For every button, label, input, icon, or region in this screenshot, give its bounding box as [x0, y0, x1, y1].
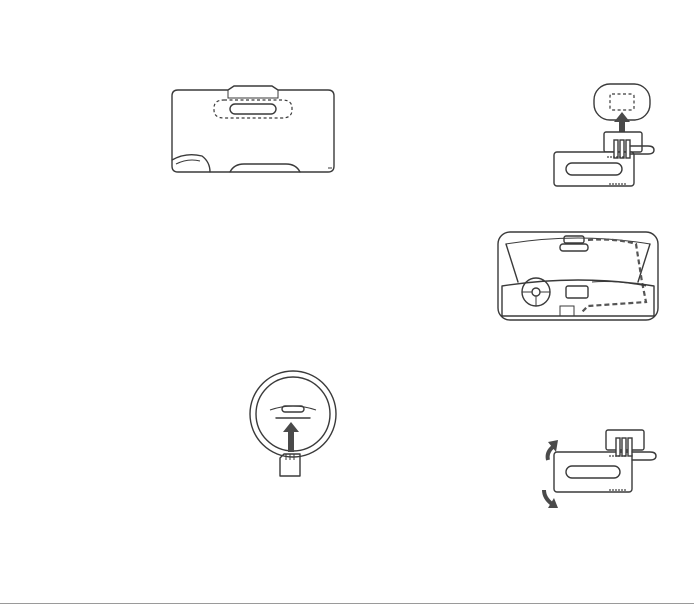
dashcam-mount-slot-icon: [168, 84, 338, 176]
page-bottom-rule: [0, 603, 694, 604]
camera-rear-view: [168, 84, 338, 176]
mount-attach-arrow-icon: [552, 80, 664, 192]
windshield-cabling: [496, 230, 660, 322]
camera-angle-adjust: [530, 428, 664, 512]
microsd-insert: [246, 370, 340, 480]
mount-attach: [552, 80, 664, 192]
rotate-adjust-arrows-icon: [530, 428, 664, 512]
car-interior-cable-route-icon: [496, 230, 660, 322]
microsd-card-insert-icon: [246, 370, 340, 480]
